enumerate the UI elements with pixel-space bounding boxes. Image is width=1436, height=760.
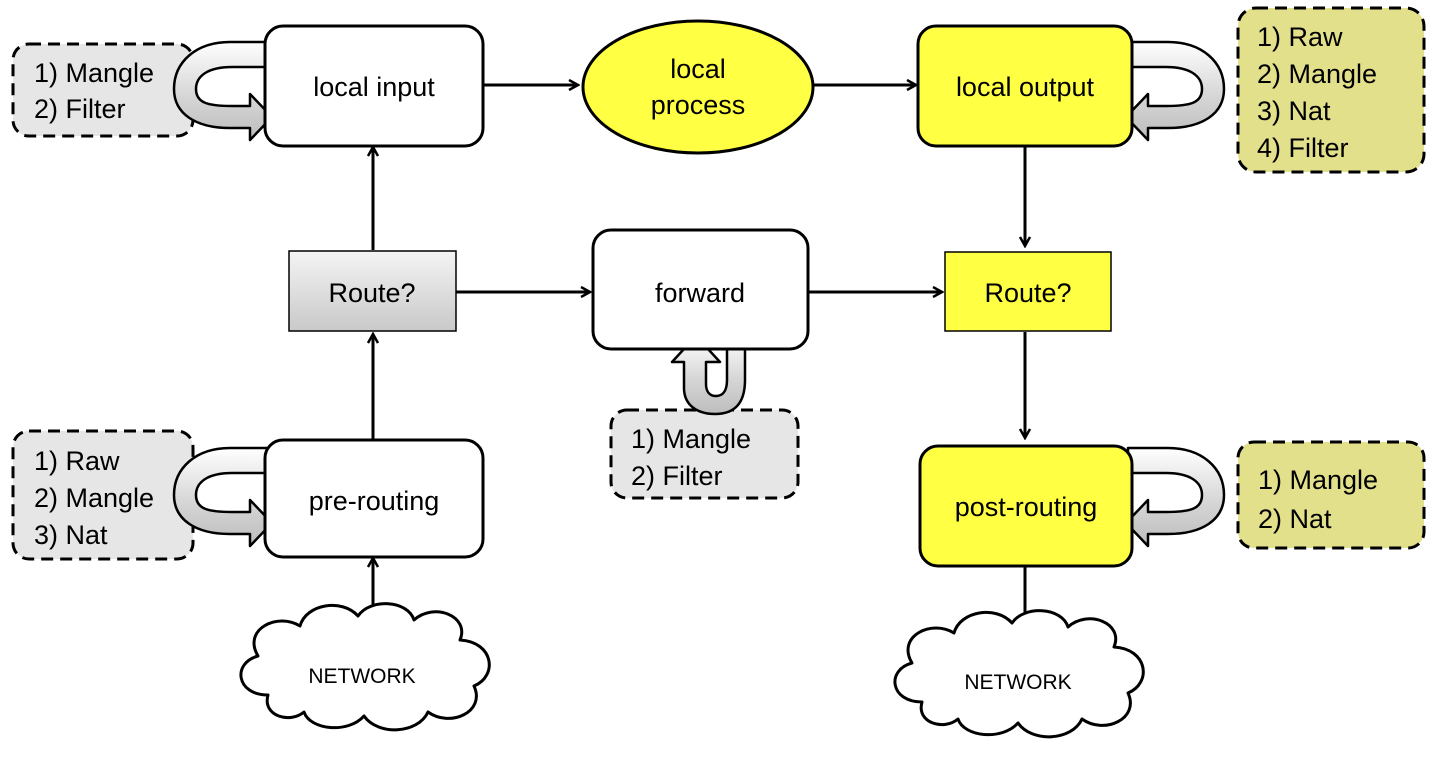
node-forward: forward [591, 228, 810, 351]
chain-item: 2) Nat [1258, 504, 1332, 534]
node-label: pre-routing [309, 486, 440, 516]
network-label: NETWORK [964, 671, 1071, 694]
chain-item: 4) Filter [1257, 133, 1349, 163]
chain-item: 3) Nat [1257, 96, 1331, 126]
chain-box-local-output: 1) Raw 2) Mangle 3) Nat 4) Filter [1236, 6, 1426, 174]
node-label: local [670, 54, 726, 84]
chain-item: 3) Nat [34, 520, 108, 550]
node-route-in: Route? [288, 250, 457, 332]
loop-arrow-local-input [172, 40, 274, 142]
chain-box-forward: 1) Mangle 2) Filter [609, 408, 800, 500]
chain-item: 2) Filter [631, 461, 723, 491]
node-label: local output [956, 72, 1095, 102]
chain-item: 1) Raw [34, 446, 120, 476]
chain-item: 1) Mangle [631, 424, 751, 454]
loop-arrow-pre-routing [172, 446, 274, 548]
node-local-process: local process [581, 19, 815, 155]
loop-arrow-post-routing [1124, 446, 1226, 548]
chain-item: 1) Mangle [1258, 465, 1378, 495]
chain-item: 2) Mangle [34, 483, 154, 513]
chain-box-post-routing: 1) Mangle 2) Nat [1236, 440, 1426, 550]
node-route-out: Route? [944, 251, 1112, 332]
chain-box-local-input: 1) Mangle 2) Filter [11, 42, 195, 138]
node-label: Route? [328, 278, 415, 308]
network-label: NETWORK [308, 665, 415, 688]
node-pre-routing: pre-routing [263, 438, 485, 559]
node-local-input: local input [263, 24, 485, 148]
network-cloud-in: NETWORK [239, 602, 491, 732]
chain-item: 1) Raw [1257, 22, 1343, 52]
node-label: Route? [984, 278, 1071, 308]
chain-item: 2) Mangle [1257, 59, 1377, 89]
node-local-output: local output [916, 24, 1134, 148]
loop-arrow-local-output [1124, 40, 1226, 142]
node-label: local input [313, 72, 435, 102]
node-label: process [651, 90, 746, 120]
chain-item: 2) Filter [34, 94, 126, 124]
node-label: post-routing [955, 492, 1098, 522]
network-cloud-out: NETWORK [893, 609, 1145, 739]
chain-box-pre-routing: 1) Raw 2) Mangle 3) Nat [11, 429, 195, 561]
chain-item: 1) Mangle [34, 58, 154, 88]
node-label: forward [655, 278, 745, 308]
node-post-routing: post-routing [918, 444, 1134, 568]
